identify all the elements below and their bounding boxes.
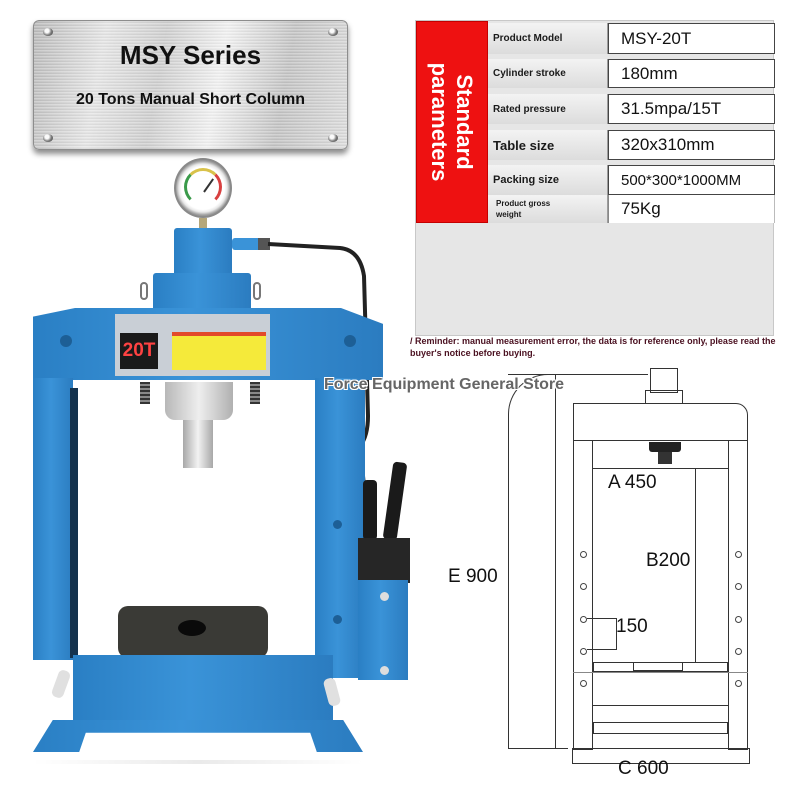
spec-label: Packing size	[488, 165, 608, 195]
spec-label: Table size	[488, 130, 608, 160]
spec-value: 500*300*1000MM	[608, 165, 775, 195]
spec-row-packing-size: Packing size 500*300*1000MM	[488, 165, 775, 195]
dim-label-a: A 450	[608, 472, 657, 493]
series-nameplate: MSY Series 20 Tons Manual Short Column	[33, 20, 348, 150]
spec-label: Rated pressure	[488, 94, 608, 124]
series-subtitle: 20 Tons Manual Short Column	[75, 91, 306, 108]
spec-row-rated-pressure: Rated pressure 31.5mpa/15T	[488, 94, 775, 124]
spec-heading-band: Standard parameters	[416, 21, 488, 223]
dim-label-e: E 900	[448, 566, 498, 587]
warning-label	[172, 332, 266, 370]
dimension-diagram: A 450 B200 E 900 150 C 600	[440, 360, 800, 800]
spec-row-cylinder-stroke: Cylinder stroke 180mm	[488, 59, 775, 88]
dim-label-step: 150	[616, 616, 648, 637]
spec-value: 180mm	[608, 59, 775, 88]
screw-icon	[43, 134, 53, 142]
pressure-gauge-icon	[174, 158, 232, 218]
spec-label: Cylinder stroke	[488, 59, 608, 88]
spec-table: Standard parameters Product Model MSY-20…	[415, 20, 775, 336]
spec-value: 320x310mm	[608, 130, 775, 160]
screw-icon	[43, 28, 53, 36]
screw-icon	[328, 28, 338, 36]
screw-icon	[328, 134, 338, 142]
spec-value: 75Kg	[608, 195, 775, 223]
product-photo: 20T	[33, 158, 410, 764]
capacity-badge: 20T	[120, 333, 158, 369]
spec-value: 31.5mpa/15T	[608, 94, 775, 124]
spec-label: Product gross weight	[488, 195, 608, 223]
spec-row-product-model: Product Model MSY-20T	[488, 23, 775, 54]
reminder-note: / Reminder: manual measurement error, th…	[410, 336, 776, 358]
series-title: MSY Series	[119, 40, 262, 70]
spec-value: MSY-20T	[608, 23, 775, 54]
dim-label-c: C 600	[618, 758, 669, 779]
spec-row-table-size: Table size 320x310mm	[488, 130, 775, 160]
dim-label-b: B200	[646, 550, 691, 571]
spec-heading: Standard parameters	[427, 62, 477, 182]
spec-label: Product Model	[488, 23, 608, 54]
store-watermark: Force Equipment General Store	[324, 376, 565, 393]
spec-row-gross-weight: Product gross weight 75Kg	[488, 195, 775, 223]
